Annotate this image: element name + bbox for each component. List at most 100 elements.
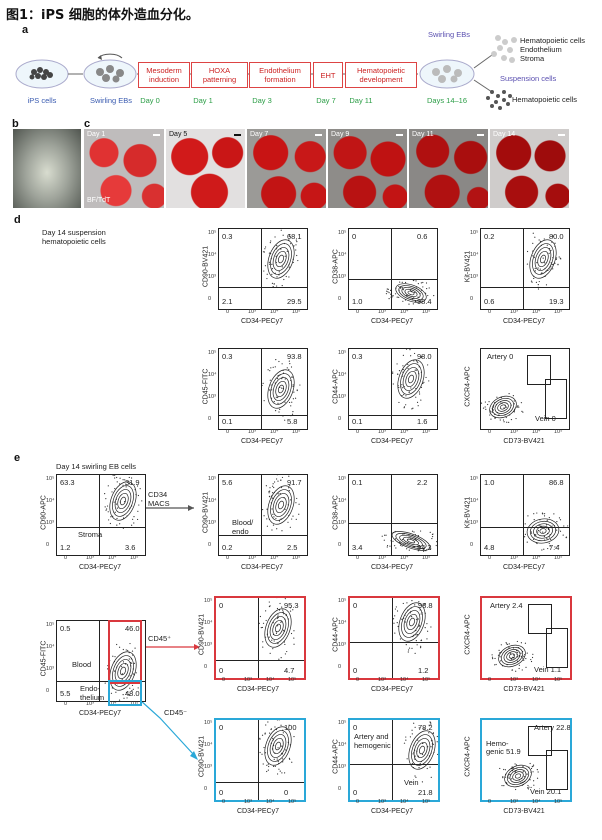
event-dot — [285, 653, 286, 654]
event-dot — [514, 763, 515, 764]
y-axis-label: CD90-APC — [41, 483, 48, 543]
event-dot — [509, 643, 510, 644]
event-dot — [266, 518, 267, 519]
event-dot — [531, 531, 532, 532]
event-dot — [533, 780, 534, 781]
event-dot — [105, 498, 106, 499]
event-dot — [279, 603, 280, 604]
event-dot — [114, 475, 115, 476]
event-dot — [515, 771, 516, 772]
gate-line-horizontal — [349, 523, 437, 524]
event-dot — [269, 487, 270, 488]
event-dot — [416, 634, 417, 635]
event-dot — [405, 736, 406, 737]
contour-line — [112, 487, 134, 514]
event-dot — [270, 729, 271, 730]
event-dot — [527, 773, 528, 774]
event-dot — [108, 485, 109, 486]
event-dot — [265, 610, 266, 611]
event-dot — [420, 647, 421, 648]
x-tick: 10⁵ — [554, 799, 562, 805]
event-dot — [277, 758, 278, 759]
quadrant-value: 0 — [219, 601, 223, 610]
flow-plot-gated: Hemo-genic 51.9Artery 22.8Vein 20.1 — [480, 718, 572, 802]
event-dot — [298, 514, 299, 515]
x-tick: 0 — [356, 677, 359, 683]
event-dot — [406, 602, 407, 603]
contour-line — [539, 528, 546, 534]
x-tick: 10³ — [86, 555, 94, 561]
event-dot — [533, 513, 534, 514]
x-tick: 10³ — [378, 677, 386, 683]
event-dot — [531, 768, 532, 769]
event-dot — [527, 515, 528, 516]
event-dot — [517, 652, 518, 653]
event-dot — [524, 536, 525, 537]
event-dot — [288, 476, 289, 477]
event-dot — [266, 765, 267, 766]
event-dot — [426, 638, 427, 639]
y-axis-label: CXCR4-APC — [465, 727, 472, 787]
event-dot — [422, 781, 423, 782]
x-tick: 10⁴ — [400, 677, 408, 683]
event-dot — [122, 485, 123, 486]
y-tick: 10⁴ — [46, 644, 54, 650]
event-dot — [525, 523, 526, 524]
event-dot — [533, 765, 534, 766]
event-dot — [413, 753, 414, 754]
event-dot — [431, 538, 432, 539]
event-dot — [437, 741, 438, 742]
event-dot — [395, 538, 396, 539]
event-dot — [494, 664, 495, 665]
event-dot — [406, 644, 407, 645]
event-dot — [403, 603, 404, 604]
y-axis-label: CD44-APC — [333, 605, 340, 665]
event-dot — [384, 540, 385, 541]
event-dot — [266, 771, 267, 772]
contour-line — [404, 727, 438, 773]
event-dot — [525, 534, 526, 535]
x-tick: 10⁵ — [422, 555, 430, 561]
quadrant-value: 78.2 — [418, 723, 433, 732]
event-dot — [266, 620, 267, 621]
event-dot — [550, 539, 551, 540]
event-dot — [286, 651, 287, 652]
event-dot — [432, 536, 433, 537]
contour-plot — [216, 720, 304, 800]
event-dot — [140, 488, 141, 489]
y-axis-label: CD45-FITC — [41, 629, 48, 689]
event-dot — [422, 743, 423, 744]
event-dot — [269, 601, 270, 602]
event-dot — [268, 492, 269, 493]
y-tick: 10³ — [338, 642, 346, 648]
x-tick: 10⁵ — [422, 799, 430, 805]
contour-line — [270, 491, 292, 518]
x-axis-label: CD73-BV421 — [480, 686, 568, 693]
event-dot — [298, 504, 299, 505]
quadrant-value: 0.5 — [60, 624, 70, 633]
event-dot — [503, 785, 504, 786]
event-dot — [429, 767, 430, 768]
gate-line-vertical — [523, 475, 524, 555]
contour-line — [508, 767, 528, 785]
gate-label: Artery 22.8 — [534, 724, 572, 732]
x-tick: 10⁵ — [554, 677, 562, 683]
quadrant-value: 0 — [219, 723, 223, 732]
event-dot — [420, 530, 421, 531]
event-dot — [506, 643, 507, 644]
event-dot — [492, 657, 493, 658]
event-dot — [274, 726, 275, 727]
event-dot — [108, 519, 109, 520]
event-dot — [137, 511, 138, 512]
event-dot — [285, 598, 286, 599]
contour-line — [418, 745, 425, 754]
y-tick: 10⁵ — [208, 476, 216, 482]
contour-line — [277, 500, 284, 509]
event-dot — [532, 766, 533, 767]
event-dot — [110, 516, 111, 517]
y-axis-label: CD38-APC — [333, 483, 340, 543]
event-dot — [290, 499, 291, 500]
event-dot — [282, 477, 283, 478]
event-dot — [111, 491, 112, 492]
event-dot — [515, 671, 516, 672]
